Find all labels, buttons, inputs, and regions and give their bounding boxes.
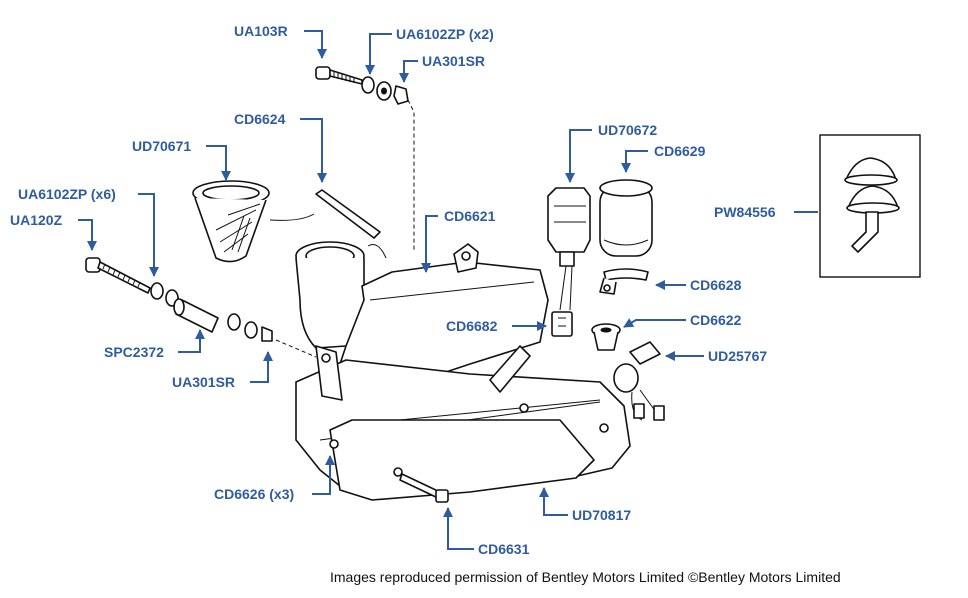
label-ua103r: UA103R — [234, 23, 288, 39]
washer-jet-inset — [819, 134, 921, 278]
clamp — [599, 268, 649, 295]
leader-cd6631 — [443, 507, 474, 550]
leader-cd6622 — [623, 318, 686, 328]
label-ud70817: UD70817 — [572, 507, 631, 523]
label-cd6629: CD6629 — [654, 143, 706, 159]
label-ua120z: UA120Z — [10, 212, 63, 228]
pump-unit — [547, 187, 591, 337]
leader-cd6629 — [621, 150, 648, 173]
long-bolt-assembly — [85, 257, 317, 358]
leader-spc2372 — [178, 329, 205, 353]
leader-ud70817 — [539, 487, 568, 516]
leader-ud70671 — [206, 145, 231, 181]
leader-cd6626-x3 — [312, 455, 335, 495]
leader-ua6102zp-x2 — [365, 33, 392, 75]
label-ua301sr-bottom: UA301SR — [172, 374, 235, 390]
leader-cd6624 — [300, 118, 327, 183]
leader-ua103r — [304, 30, 327, 59]
reservoir-body — [269, 189, 631, 501]
leader-lines — [78, 30, 818, 550]
label-spc2372: SPC2372 — [104, 344, 164, 360]
grommet — [591, 323, 621, 351]
filter-basket — [192, 180, 270, 263]
label-cd6622: CD6622 — [690, 312, 742, 328]
label-cd6624: CD6624 — [234, 111, 286, 127]
line-art — [85, 66, 921, 503]
part-labels: UA103R UA6102ZP (x2) UA301SR CD6624 UD70… — [10, 23, 776, 557]
leader-ua301sr-top — [399, 60, 418, 83]
leader-ua120z — [78, 219, 97, 251]
label-cd6631: CD6631 — [478, 541, 530, 557]
leader-ua301sr-bottom — [250, 351, 273, 383]
label-cd6621: CD6621 — [444, 208, 496, 224]
label-cd6628: CD6628 — [690, 277, 742, 293]
top-bolt-assembly — [315, 66, 415, 250]
label-pw84556: PW84556 — [714, 204, 776, 220]
leader-cd6621 — [421, 215, 438, 273]
label-ua6102zp-x6: UA6102ZP (x6) — [18, 186, 116, 202]
bottom-screw — [399, 473, 449, 503]
leader-ud70672 — [565, 129, 592, 183]
label-ud25767: UD25767 — [708, 348, 767, 364]
label-cd6626-x3: CD6626 (x3) — [214, 486, 294, 502]
level-sensor — [613, 341, 665, 421]
label-ua6102zp-x2: UA6102ZP (x2) — [396, 26, 494, 42]
image-credit: Images reproduced permission of Bentley … — [330, 569, 841, 585]
motor-unit — [599, 179, 653, 257]
label-ud70671: UD70671 — [132, 138, 191, 154]
leader-ua6102zp-x6 — [138, 193, 159, 277]
label-cd6682: CD6682 — [446, 318, 498, 334]
label-ua301sr-top: UA301SR — [422, 53, 485, 69]
label-ud70672: UD70672 — [598, 122, 657, 138]
